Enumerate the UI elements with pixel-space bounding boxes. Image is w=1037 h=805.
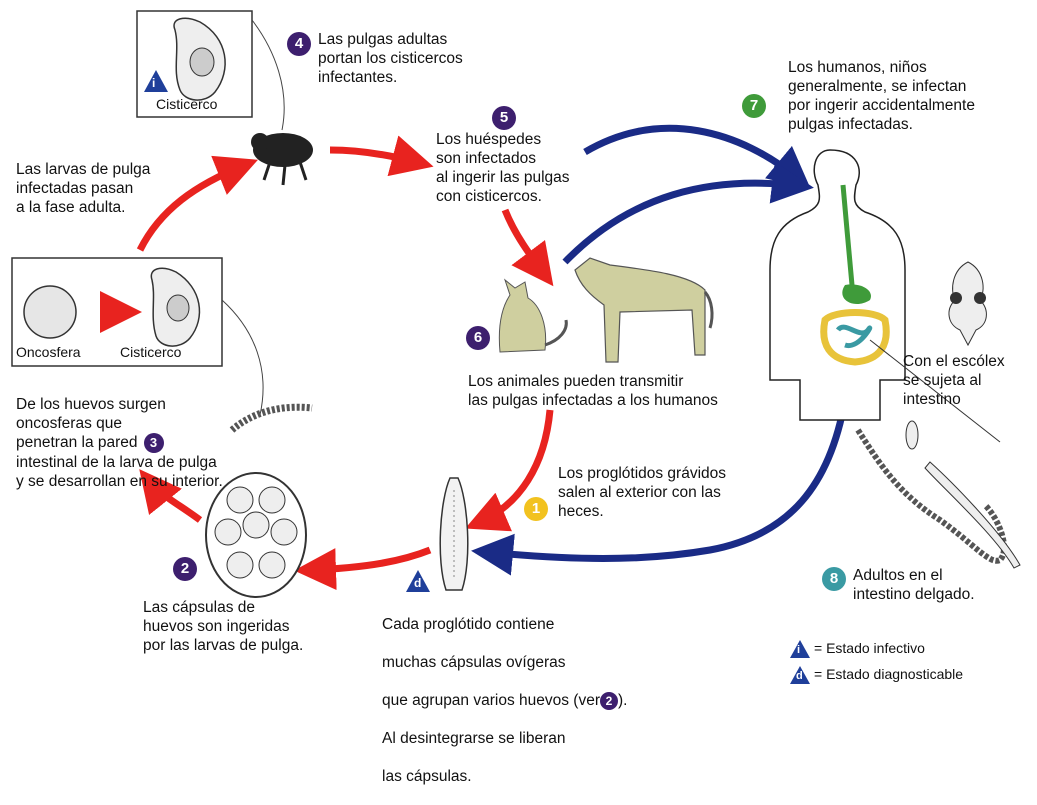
step-4-text: Las pulgas adultas portan los cisticerco…: [318, 30, 463, 87]
human-icon: [770, 150, 905, 420]
arrow-flea-to-hosts: [330, 150, 420, 163]
pointer-line: [222, 300, 263, 415]
step-3-text: De los huevos surgen oncosferas que pene…: [16, 376, 223, 510]
step-5-text: Los huéspedes son infectados al ingerir …: [436, 130, 616, 206]
arrow-proglottid-to-egg: [308, 550, 430, 570]
oncosphere-icon: [24, 286, 76, 338]
d-note-line-1: Cada proglótido contiene: [382, 615, 627, 634]
d-note-line-4: Al desintegrarse se liberan: [382, 729, 627, 748]
step-1-text: Los proglótidos grávidos salen al exteri…: [558, 464, 726, 521]
step-badge-7: 7: [742, 94, 766, 118]
diagnostic-stage-letter: d: [414, 576, 421, 590]
cisticerco-box-label: Cisticerco: [120, 344, 181, 360]
legend-infective-label: = Estado infectivo: [814, 640, 925, 656]
scolex-icon: [949, 262, 986, 345]
arrow-hosts-to-human-1: [585, 128, 800, 180]
dog-icon: [575, 258, 712, 362]
legend: i = Estado infectivo d = Estado diagnost…: [790, 640, 1030, 690]
tapeworm-icon: [858, 421, 1020, 568]
step-3-text-end: intestinal de la larva de pulga y se des…: [16, 453, 223, 491]
oncosfera-label: Oncosfera: [16, 344, 81, 360]
step-badge-6: 6: [466, 326, 490, 350]
d-note-line-5: las cápsulas.: [382, 767, 627, 786]
step-badge-8: 8: [822, 567, 846, 591]
pointer-line: [252, 20, 284, 130]
infective-stage-icon: [144, 70, 168, 92]
step-badge-2: 2: [173, 557, 197, 581]
step-badge-4: 4: [287, 32, 311, 56]
step-badge-1: 1: [524, 497, 548, 521]
cat-icon: [499, 280, 566, 352]
scolex-text: Con el escólex se sujeta al intestino: [903, 352, 1005, 409]
step-8-text: Adultos en el intestino delgado.: [853, 566, 975, 604]
arrow-hosts-to-animals: [505, 210, 545, 275]
infective-stage-letter: i: [152, 76, 155, 90]
larva-icon: [232, 407, 312, 430]
step-7-text: Los humanos, niños generalmente, se infe…: [788, 58, 975, 134]
legend-infective-letter: i: [797, 644, 800, 656]
arrow-larvae-to-flea: [140, 165, 245, 250]
larvae-to-adult-text: Las larvas de pulga infectadas pasan a l…: [16, 160, 150, 217]
d-note-line-3-start: que agrupan varios huevos (ver: [382, 692, 600, 709]
legend-diagnostic-label: = Estado diagnosticable: [814, 666, 963, 682]
proglottid-icon: [440, 478, 468, 590]
cisticerco-top-label: Cisticerco: [156, 96, 217, 112]
step-2-text: Las cápsulas de huevos son ingeridas por…: [143, 598, 303, 655]
d-note-line-2: muchas cápsulas ovígeras: [382, 653, 627, 672]
legend-diagnostic-letter: d: [796, 670, 803, 682]
d-note-line-3-end: ).: [618, 692, 627, 709]
d-note-badge-2: 2: [600, 692, 618, 710]
step-badge-3: 3: [144, 433, 164, 453]
d-note-text: Cada proglótido contiene muchas cápsulas…: [382, 596, 627, 805]
flea-icon: [251, 133, 313, 185]
step-6-text: Los animales pueden transmitir las pulga…: [468, 372, 718, 410]
step-badge-5: 5: [492, 106, 516, 130]
